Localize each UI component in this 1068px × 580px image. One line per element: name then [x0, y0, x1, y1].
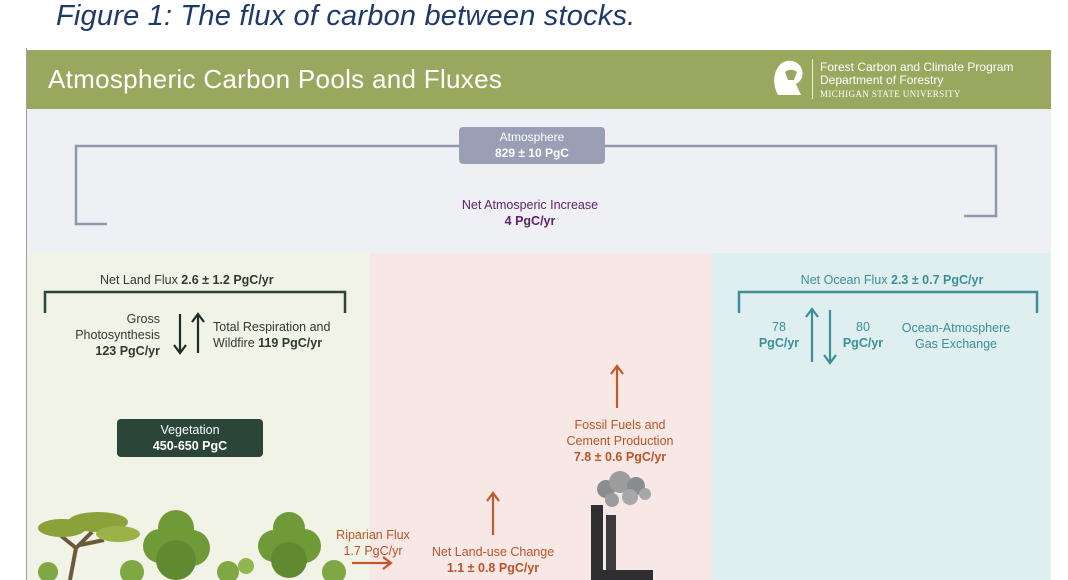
- riparian-flux-value: 1.7 PgC/yr: [343, 544, 403, 558]
- land-use-change-value: 1.1 ± 0.8 PgC/yr: [446, 561, 540, 575]
- land-flux-bracket: [43, 290, 347, 313]
- fossil-fuels-value: 7.8 ± 0.6 PgC/yr: [573, 450, 667, 464]
- atmosphere-value: 829 ± 10 PgC: [495, 146, 569, 160]
- gas-exchange-line1: Ocean-Atmosphere: [901, 321, 1011, 335]
- riparian-right-arrow: [352, 556, 393, 570]
- net-ocean-flux-label: Net Ocean Flux: [800, 273, 891, 287]
- ocean-zone: [712, 253, 1051, 580]
- title-banner: [27, 50, 1051, 109]
- land-use-up-arrow: [486, 491, 500, 535]
- ocean-uptake-unit: PgC/yr: [758, 336, 800, 350]
- vegetation-value: 450-650 PgC: [152, 439, 228, 453]
- net-land-flux-label: Net Land Flux: [100, 273, 182, 287]
- ocean-up-arrow: [805, 307, 819, 362]
- respiration-value: 119 PgC/yr: [258, 336, 323, 350]
- fossil-fuels-line1: Fossil Fuels and: [574, 418, 666, 432]
- gross-photosynthesis-value: 123 PgC/yr: [95, 344, 160, 358]
- vegetation-pool-box: Vegetation 450-650 PgC: [117, 419, 263, 457]
- net-atmospheric-increase-label: Net Atmosperic Increase: [461, 198, 599, 212]
- respiration-line2: Wildfire 119 PgC/yr: [213, 335, 363, 351]
- logo-line-department: Department of Forestry: [820, 73, 944, 87]
- logo-divider: [812, 59, 813, 99]
- ocean-release-unit: PgC/yr: [842, 336, 884, 350]
- net-land-flux-value: 2.6 ± 1.2 PgC/yr: [181, 273, 274, 287]
- ocean-flux-bracket: [737, 290, 1039, 313]
- atmosphere-pool-box: Atmosphere 829 ± 10 PgC: [459, 127, 605, 164]
- gross-photosynthesis-line1: Gross: [126, 312, 160, 326]
- figure-caption: Figure 1: The flux of carbon between sto…: [56, 0, 636, 32]
- respiration-label: Wildfire: [213, 336, 259, 350]
- gross-photosynthesis-line2: Photosynthesis: [75, 328, 160, 342]
- gas-exchange-line2: Gas Exchange: [915, 337, 997, 351]
- respiration-up-arrow: [191, 312, 205, 353]
- ocean-uptake-value: 78: [772, 320, 786, 334]
- banner-title: Atmospheric Carbon Pools and Fluxes: [48, 64, 503, 94]
- net-atmospheric-increase-value: 4 PgC/yr: [504, 214, 556, 228]
- photosynthesis-down-arrow: [173, 314, 187, 355]
- logo-line-university: MICHIGAN STATE UNIVERSITY: [820, 89, 961, 99]
- ocean-down-arrow: [823, 310, 837, 365]
- human-zone: [370, 253, 712, 580]
- atmosphere-label: Atmosphere: [499, 130, 565, 144]
- respiration-line1: Total Respiration and: [213, 320, 331, 334]
- net-ocean-flux-value: 2.3 ± 0.7 PgC/yr: [891, 273, 984, 287]
- logo-line-program: Forest Carbon and Climate Program: [820, 60, 1014, 74]
- atmosphere-bracket: [74, 144, 998, 226]
- ocean-release-value: 80: [856, 320, 870, 334]
- smokestack-icon: [591, 471, 653, 580]
- frame-border: [26, 48, 27, 580]
- forest-illustration-icon: [38, 510, 346, 580]
- fossil-fuel-up-arrow: [610, 364, 624, 408]
- riparian-flux-label: Riparian Flux: [336, 528, 410, 542]
- vegetation-label: Vegetation: [160, 423, 220, 437]
- net-ocean-flux: Net Ocean Flux 2.3 ± 0.7 PgC/yr: [762, 272, 1022, 288]
- land-use-change-label: Net Land-use Change: [431, 545, 555, 559]
- fossil-fuels-line2: Cement Production: [566, 434, 674, 448]
- net-land-flux: Net Land Flux 2.6 ± 1.2 PgC/yr: [100, 272, 360, 288]
